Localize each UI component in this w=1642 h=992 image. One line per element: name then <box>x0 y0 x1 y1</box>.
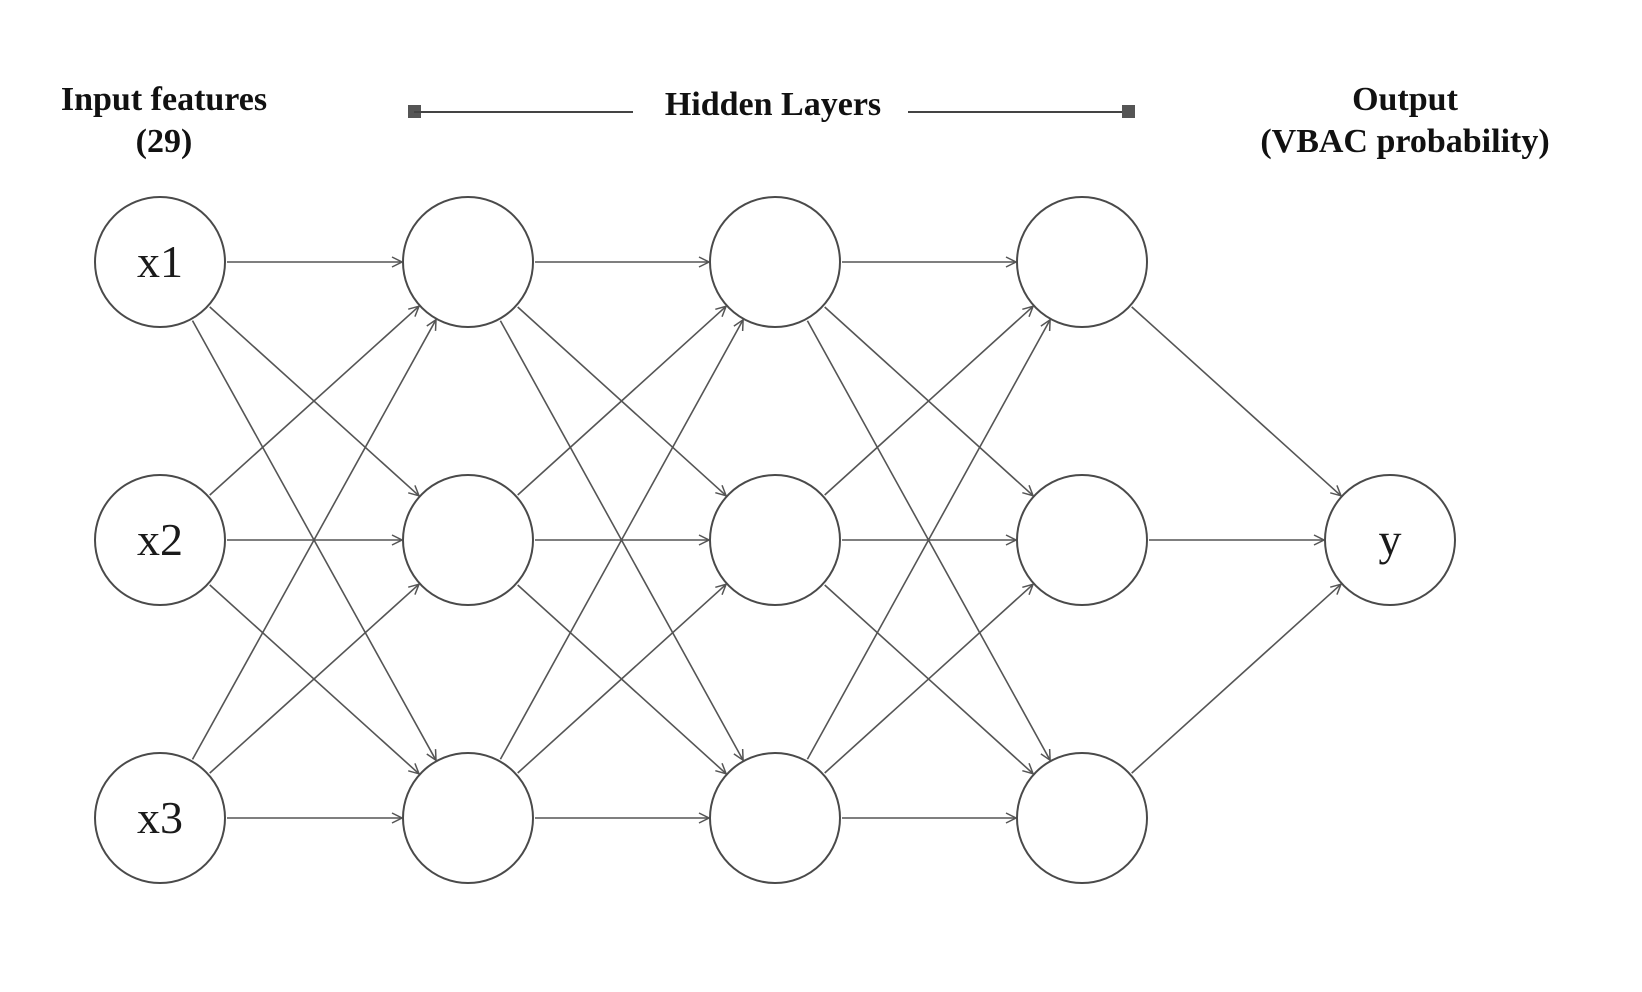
edge-input-node-x3-to-hidden-1-node-2 <box>209 584 419 774</box>
hidden-2-node-1 <box>709 196 841 328</box>
hidden-1-node-1 <box>402 196 534 328</box>
input-header-line2: (29) <box>136 123 193 160</box>
output-header: Output (VBAC probability) <box>1260 81 1549 160</box>
hidden-3-node-3 <box>1016 752 1148 884</box>
hidden-2-node-2-circle <box>709 474 841 606</box>
hidden-2-node-3 <box>709 752 841 884</box>
input-node-x1-label: x1 <box>137 236 183 287</box>
output-header-line2: (VBAC probability) <box>1260 123 1549 160</box>
hidden-2-node-3-circle <box>709 752 841 884</box>
output-node-y: y <box>1324 474 1456 606</box>
output-node-y-label: y <box>1379 514 1402 565</box>
bracket-right-cap <box>1122 105 1135 118</box>
input-node-x1-circle <box>94 196 226 328</box>
hidden-1-node-1-circle <box>402 196 534 328</box>
hidden-1-node-3 <box>402 752 534 884</box>
edges <box>191 262 1342 818</box>
hidden-2-node-2 <box>709 474 841 606</box>
input-node-x2-circle <box>94 474 226 606</box>
edge-hidden-2-node-3-to-hidden-3-node-1 <box>806 320 1050 760</box>
input-node-x3-label: x3 <box>137 792 183 843</box>
input-node-x3: x3 <box>94 752 226 884</box>
nodes: x1 x2 x3 y <box>94 196 1456 884</box>
edge-hidden-1-node-3-to-hidden-2-node-2 <box>517 584 726 774</box>
output-node-y-circle <box>1324 474 1456 606</box>
edge-hidden-2-node-3-to-hidden-3-node-2 <box>824 584 1033 774</box>
hidden-2-node-1-circle <box>709 196 841 328</box>
input-header: Input features (29) <box>61 81 267 160</box>
hidden-3-node-1-circle <box>1016 196 1148 328</box>
input-header-line1: Input features <box>61 81 267 118</box>
edge-hidden-3-node-3-to-output-node-y <box>1131 584 1341 774</box>
hidden-3-node-2-circle <box>1016 474 1148 606</box>
edge-hidden-3-node-1-to-output-node-y <box>1131 306 1341 496</box>
hidden-1-node-3-circle <box>402 752 534 884</box>
edge-input-node-x3-to-hidden-1-node-1 <box>191 320 437 760</box>
input-node-x2-label: x2 <box>137 514 183 565</box>
edge-hidden-1-node-3-to-hidden-2-node-1 <box>499 320 743 760</box>
input-node-x2: x2 <box>94 474 226 606</box>
input-node-x3-circle <box>94 752 226 884</box>
edge-hidden-2-node-2-to-hidden-3-node-1 <box>824 306 1033 496</box>
output-header-line1: Output <box>1352 81 1458 118</box>
input-node-x1: x1 <box>94 196 226 328</box>
hidden-3-node-3-circle <box>1016 752 1148 884</box>
hidden-3-node-1 <box>1016 196 1148 328</box>
hidden-1-node-2 <box>402 474 534 606</box>
hidden-layers-title: Hidden Layers <box>665 86 881 123</box>
hidden-layers-header: Hidden Layers <box>408 86 1135 123</box>
edge-hidden-1-node-2-to-hidden-2-node-1 <box>517 306 726 496</box>
hidden-1-node-2-circle <box>402 474 534 606</box>
hidden-3-node-2 <box>1016 474 1148 606</box>
edge-input-node-x2-to-hidden-1-node-1 <box>209 306 419 496</box>
